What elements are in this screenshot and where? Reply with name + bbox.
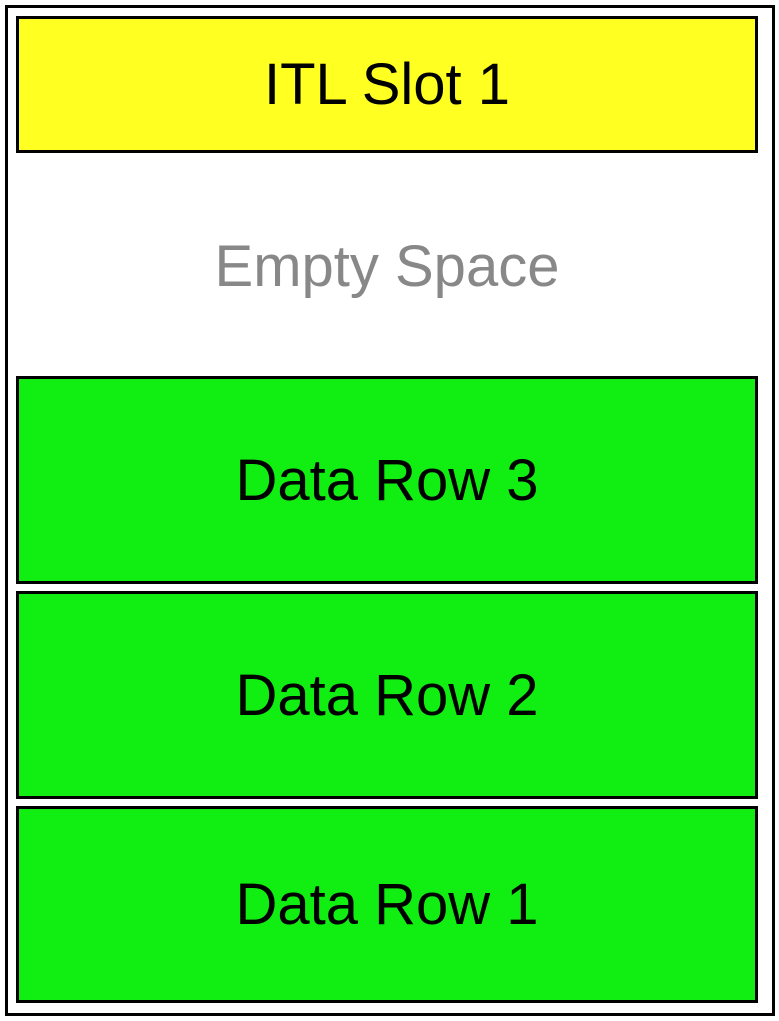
empty-space-area: Empty Space [16, 160, 758, 372]
data-row-2-block: Data Row 2 [16, 591, 758, 799]
itl-slot-block: ITL Slot 1 [16, 16, 758, 153]
data-row-3-block: Data Row 3 [16, 376, 758, 584]
data-row-2-label: Data Row 2 [235, 662, 539, 728]
empty-space-label: Empty Space [214, 233, 560, 299]
data-row-1-label: Data Row 1 [235, 872, 539, 937]
data-row-3-label: Data Row 3 [235, 447, 539, 513]
itl-slot-label: ITL Slot 1 [263, 52, 511, 117]
data-row-1-block: Data Row 1 [16, 806, 758, 1003]
